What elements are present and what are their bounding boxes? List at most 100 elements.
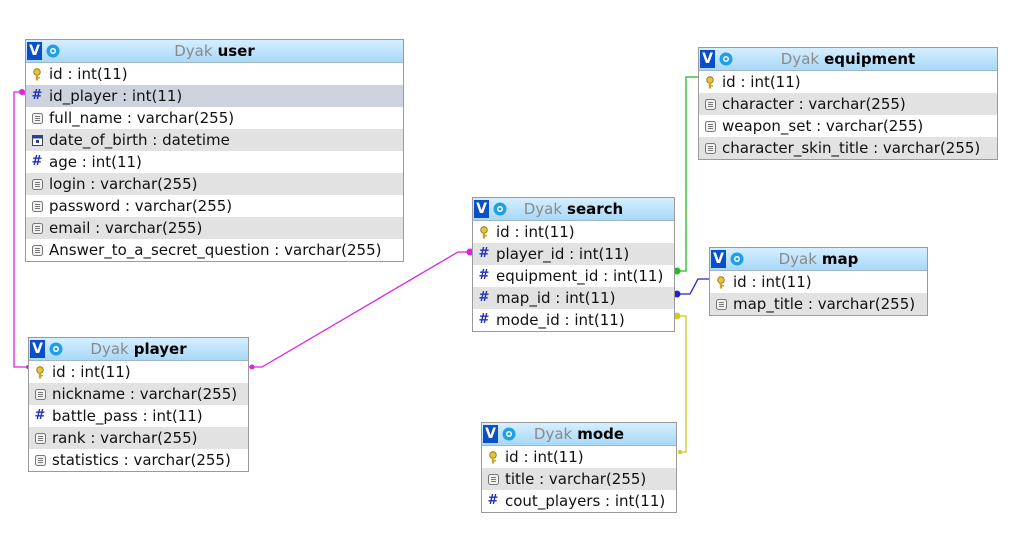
column-row[interactable]: character : varchar(255) [699,93,997,115]
column-label: player_id : int(11) [496,245,630,263]
toggle-v-icon[interactable]: V [30,340,45,358]
numeric-column-icon: # [31,88,43,103]
table-name: search [567,200,624,218]
primary-key-icon [33,365,47,379]
column-label: password : varchar(255) [49,197,233,215]
column-label: map_id : int(11) [496,289,616,307]
column-row[interactable]: id : int(11) [29,361,248,383]
gear-icon[interactable] [492,201,508,217]
column-label: weapon_set : varchar(255) [722,117,924,135]
numeric-column-icon: # [478,246,490,261]
gear-icon[interactable] [48,341,64,357]
toggle-v-icon[interactable]: V [700,50,715,68]
gear-icon[interactable] [45,43,61,59]
database-name: Dyak [523,200,563,218]
numeric-column-icon: # [478,290,490,305]
toggle-v-icon[interactable]: V [27,42,42,60]
column-label: id : int(11) [496,223,575,241]
column-row[interactable]: #mode_id : int(11) [473,309,674,331]
numeric-column-icon: # [31,154,43,169]
column-row[interactable]: # battle_pass : int(11) [29,405,248,427]
numeric-column-icon: # [478,312,490,327]
database-name: Dyak [174,42,213,60]
primary-key-icon [714,275,728,289]
toggle-v-icon[interactable]: V [483,425,498,443]
column-label: equipment_id : int(11) [496,267,664,285]
column-row[interactable]: #cout_players : int(11) [482,490,676,512]
text-column-icon [703,97,717,111]
text-column-icon [30,199,44,213]
column-row[interactable]: id : int(11) [699,71,997,93]
column-row[interactable]: email : varchar(255) [26,217,403,239]
column-label: id : int(11) [733,273,812,291]
database-name: Dyak [780,50,820,68]
column-row[interactable]: login : varchar(255) [26,173,403,195]
column-row[interactable]: Answer_to_a_secret_question : varchar(25… [26,239,403,261]
column-row[interactable]: date_of_birth : datetime [26,129,403,151]
table-name: mode [577,425,625,443]
column-row[interactable]: weapon_set : varchar(255) [699,115,997,137]
numeric-column-icon: # [487,493,499,508]
primary-key-icon [703,75,717,89]
column-label: rank : varchar(255) [52,429,198,447]
column-row[interactable]: id : int(11) [710,271,927,293]
column-label: date_of_birth : datetime [49,131,230,149]
column-row[interactable]: # map_id : int(11) [473,287,674,309]
text-column-icon [30,177,44,191]
primary-key-icon [30,67,44,81]
column-label: full_name : varchar(255) [49,109,235,127]
text-column-icon [486,472,500,486]
text-column-icon [30,111,44,125]
text-column-icon [703,119,717,133]
column-row[interactable]: full_name : varchar(255) [26,107,403,129]
column-row[interactable]: password : varchar(255) [26,195,403,217]
column-row[interactable]: rank : varchar(255) [29,427,248,449]
column-label: character_skin_title : varchar(255) [722,139,981,157]
column-row[interactable]: # age : int(11) [26,151,403,173]
column-row[interactable]: id : int(11) [26,63,403,85]
column-label: map_title : varchar(255) [733,295,916,313]
relation-player-search [249,251,472,368]
column-row[interactable]: statistics : varchar(255) [29,449,248,471]
column-row[interactable]: title : varchar(255) [482,468,676,490]
database-name: Dyak [90,340,129,358]
column-row[interactable]: #equipment_id : int(11) [473,265,674,287]
column-label: battle_pass : int(11) [52,407,203,425]
column-row[interactable]: id : int(11) [482,446,676,468]
gear-icon[interactable] [718,51,734,67]
column-label: email : varchar(255) [49,219,203,237]
gear-icon[interactable] [501,426,517,442]
text-column-icon [33,387,47,401]
column-row[interactable]: nickname : varchar(255) [29,383,248,405]
column-row[interactable]: character_skin_title : varchar(255) [699,137,997,159]
toggle-v-icon[interactable]: V [474,200,489,218]
toggle-v-icon[interactable]: V [711,250,726,268]
relation-search-map [675,278,709,295]
column-label: id : int(11) [505,448,584,466]
database-name: Dyak [778,250,817,268]
column-label: id : int(11) [722,73,801,91]
column-row[interactable]: #id_player : int(11) [26,85,403,107]
column-label: age : int(11) [49,153,142,171]
column-label: login : varchar(255) [49,175,198,193]
relation-search-equipment [675,76,698,272]
column-row[interactable]: # player_id : int(11) [473,243,674,265]
column-label: id : int(11) [52,363,131,381]
column-row[interactable]: id : int(11) [473,221,674,243]
column-row[interactable]: map_title : varchar(255) [710,293,927,315]
text-column-icon [33,431,47,445]
gear-icon[interactable] [729,251,745,267]
numeric-column-icon: # [34,408,46,423]
